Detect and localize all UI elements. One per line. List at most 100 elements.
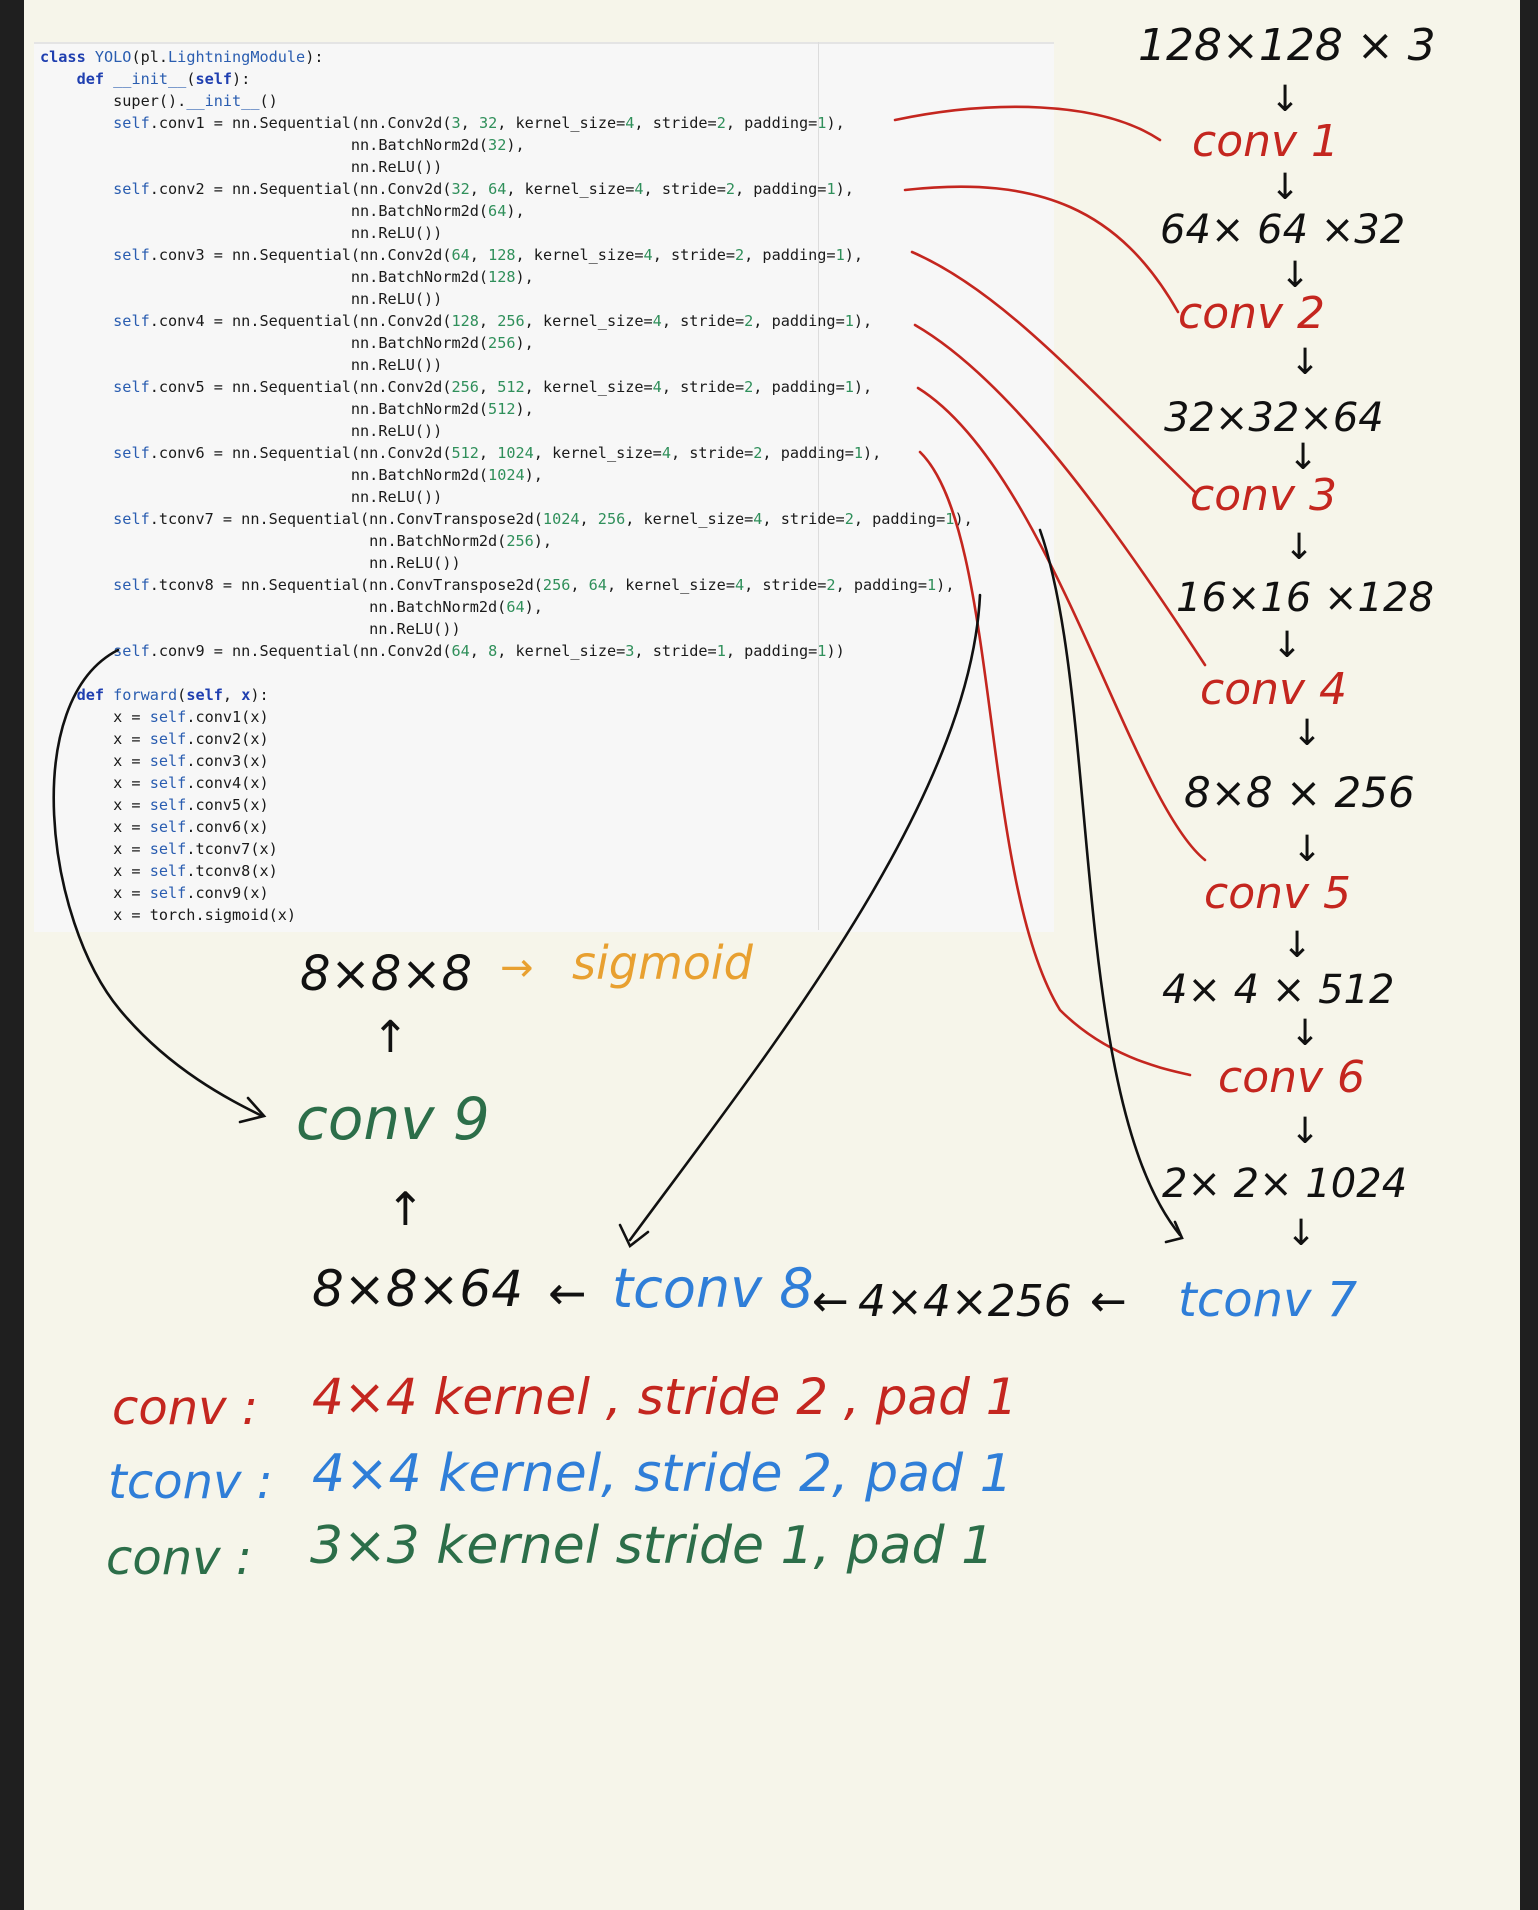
link-tconv7 xyxy=(1038,528,1182,1237)
code-token: , xyxy=(478,312,498,330)
code-token: .conv3 = nn.Sequential(nn.Conv2d( xyxy=(149,246,452,264)
code-line: x = self.tconv7(x) xyxy=(40,838,973,860)
code-token: ): xyxy=(305,48,324,66)
code-line: nn.ReLU()) xyxy=(40,486,973,508)
code-token: nn.BatchNorm2d( xyxy=(40,598,507,616)
encoder-shape-2: 32×32×64 xyxy=(1164,395,1384,441)
code-token: .conv3(x) xyxy=(186,752,269,770)
code-line: nn.BatchNorm2d(64), xyxy=(40,596,973,618)
code-token: 32 xyxy=(478,114,498,132)
code-token: 64 xyxy=(451,642,470,660)
code-token: nn.ReLU()) xyxy=(40,554,461,572)
code-token: nn.ReLU()) xyxy=(40,620,461,638)
code-token: def xyxy=(76,70,114,88)
code-token: 64 xyxy=(588,576,607,594)
code-token: (pl. xyxy=(131,48,169,66)
code-token: 64 xyxy=(488,202,507,220)
code-line: nn.ReLU()) xyxy=(40,354,973,376)
code-token: 1 xyxy=(817,114,827,132)
code-token: 4 xyxy=(625,114,635,132)
code-line: x = self.conv2(x) xyxy=(40,728,973,750)
code-line: nn.BatchNorm2d(32), xyxy=(40,134,973,156)
decoder-arrow-b: ← xyxy=(812,1276,849,1327)
code-token: 64 xyxy=(488,180,507,198)
code-token: nn.BatchNorm2d( xyxy=(40,532,507,550)
code-token: self xyxy=(149,708,187,726)
code-token: .conv9(x) xyxy=(186,884,269,902)
code-token: self xyxy=(113,510,150,528)
legend-conv-label: conv : xyxy=(112,1380,259,1436)
arrowhead-tconv7 xyxy=(1164,1220,1184,1244)
code-token: , xyxy=(469,180,489,198)
code-token: , xyxy=(579,510,598,528)
code-token: def xyxy=(76,686,114,704)
code-token: self xyxy=(149,818,187,836)
code-token: self xyxy=(149,752,187,770)
code-token: ): xyxy=(232,70,251,88)
encoder-down-arrow-3: ↓ xyxy=(1280,255,1311,296)
code-token: self xyxy=(113,312,150,330)
code-token: x = xyxy=(40,862,150,880)
code-token: 2 xyxy=(744,312,754,330)
code-line: nn.BatchNorm2d(512), xyxy=(40,398,973,420)
code-token: , xyxy=(478,378,498,396)
code-line: x = self.conv1(x) xyxy=(40,706,973,728)
legend-conv-text: 4×4 kernel , stride 2 , pad 1 xyxy=(312,1368,1018,1426)
code-line: class YOLO(pl.LightningModule): xyxy=(40,46,973,68)
code-token: 1024 xyxy=(488,466,525,484)
code-token: 128 xyxy=(488,268,516,286)
code-token: 2 xyxy=(844,510,854,528)
code-token: self xyxy=(113,180,150,198)
code-token: ), xyxy=(515,334,534,352)
legend-tconv-text: 4×4 kernel, stride 2, pad 1 xyxy=(312,1444,1013,1504)
code-token: )) xyxy=(826,642,845,660)
encoder-shape-4: 8×8 × 256 xyxy=(1184,768,1415,817)
code-panel-divider xyxy=(818,42,819,930)
code-token: 4 xyxy=(661,444,671,462)
code-line: x = torch.sigmoid(x) xyxy=(40,904,973,926)
code-token: .conv9 = nn.Sequential(nn.Conv2d( xyxy=(149,642,452,660)
code-token: LightningModule xyxy=(168,48,306,66)
code-token: .conv1(x) xyxy=(186,708,269,726)
code-token: YOLO xyxy=(94,48,132,66)
code-token: nn.ReLU()) xyxy=(40,158,443,176)
code-token: , stride= xyxy=(634,114,717,132)
decoder-sigmoid-arrow: → xyxy=(500,945,534,991)
link-conv4 xyxy=(913,323,1207,667)
encoder-down-arrow-1: ↓ xyxy=(1270,79,1301,120)
code-line: x = self.conv5(x) xyxy=(40,794,973,816)
code-line: nn.ReLU()) xyxy=(40,156,973,178)
code-token: x = xyxy=(40,708,150,726)
encoder-down-arrow-9: ↓ xyxy=(1292,829,1323,870)
code-token: 1 xyxy=(853,444,864,462)
code-token: ), xyxy=(863,444,882,462)
code-token: __init__ xyxy=(113,70,187,88)
code-token: , stride= xyxy=(762,510,845,528)
encoder-down-arrow-8: ↓ xyxy=(1292,713,1323,754)
code-token: self xyxy=(149,862,187,880)
code-line: super().__init__() xyxy=(40,90,973,112)
code-line: self.conv3 = nn.Sequential(nn.Conv2d(64,… xyxy=(40,244,973,266)
code-token: self xyxy=(149,884,187,902)
code-token: , padding= xyxy=(744,246,836,264)
code-line: nn.BatchNorm2d(1024), xyxy=(40,464,973,486)
decoder-conv9-label: conv 9 xyxy=(296,1085,490,1153)
code-token: .conv2(x) xyxy=(186,730,269,748)
code-token: 1 xyxy=(844,312,854,330)
code-token: ), xyxy=(835,180,854,198)
code-token: , xyxy=(469,642,489,660)
code-token: .conv6 = nn.Sequential(nn.Conv2d( xyxy=(149,444,452,462)
encoder-down-arrow-5: ↓ xyxy=(1288,437,1319,478)
code-token: 2 xyxy=(734,246,745,264)
encoder-conv6-label: conv 6 xyxy=(1218,1052,1366,1103)
code-token: 256 xyxy=(497,312,525,330)
code-token: 128 xyxy=(488,246,516,264)
code-token: 256 xyxy=(542,576,571,594)
legend-conv9-text: 3×3 kernel stride 1, pad 1 xyxy=(310,1516,995,1576)
code-block: class YOLO(pl.LightningModule): def __in… xyxy=(40,46,973,926)
code-token: 1 xyxy=(716,642,726,660)
code-token: () xyxy=(259,92,278,110)
code-token: ), xyxy=(826,114,845,132)
code-line: nn.ReLU()) xyxy=(40,420,973,442)
code-token: ), xyxy=(853,378,873,396)
